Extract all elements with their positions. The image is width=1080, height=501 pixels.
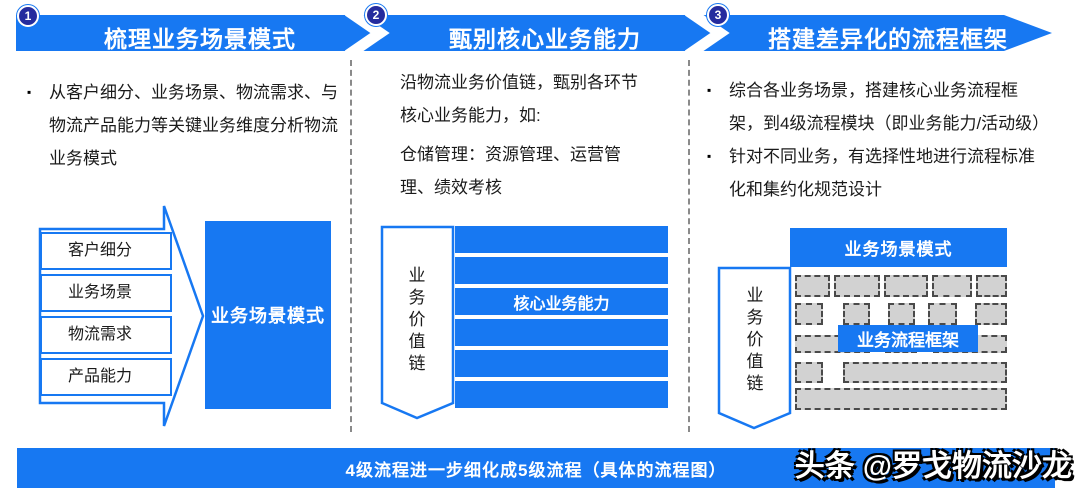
column-2-text: 沿物流业务价值链，甄别各环节核心业务能力，如: 仓储管理：资源管理、运营管理、绩…: [400, 66, 652, 204]
watermark-handle: @罗戈物流沙龙: [862, 450, 1072, 483]
process-block: [795, 275, 830, 297]
chain-bar: [455, 381, 668, 408]
bullet-square-icon: ▪: [707, 149, 712, 163]
diagram-business-scenario-model: 客户细分 业务场景 物流需求 产品能力 业务场景模式: [18, 200, 348, 435]
scenario-model-header: 业务场景模式: [790, 228, 1007, 267]
input-band: 物流需求: [40, 316, 172, 354]
step-3-number-badge: 3: [707, 4, 729, 26]
process-block: [928, 303, 957, 325]
bullet-item: ▪ 针对不同业务，有选择性地进行流程标准化和集约化规范设计: [707, 140, 1051, 206]
chain-bars-label: 核心业务能力: [513, 295, 610, 313]
bullet-square-icon: ▪: [707, 83, 712, 97]
paragraph: 沿物流业务价值链，甄别各环节核心业务能力，如:: [400, 73, 638, 125]
value-chain-axis-label: 业务价值链: [746, 286, 764, 393]
banner-shape: [380, 225, 455, 420]
process-block: [834, 275, 880, 297]
step-1-number-badge: 1: [17, 5, 39, 27]
chain-bar: [455, 350, 668, 377]
process-framework-label: 业务流程框架: [838, 325, 978, 352]
bullet-text: 从客户细分、业务场景、物流需求、与物流产品能力等关键业务维度分析物流业务模式: [49, 83, 338, 168]
input-band: 产品能力: [40, 358, 172, 396]
process-block: [884, 275, 928, 297]
input-band: 业务场景: [40, 274, 172, 312]
process-block: [795, 303, 823, 325]
chain-bar: [455, 319, 668, 346]
down-banner-outline: [380, 225, 455, 420]
bullet-text: 针对不同业务，有选择性地进行流程标准化和集约化规范设计: [729, 147, 1035, 199]
diagram-process-framework: 业务价值链 业务场景模式 业务流程框架: [705, 225, 1025, 435]
value-chain-axis-label: 业务价值链: [408, 266, 426, 373]
chain-bar: [455, 226, 668, 253]
header-ribbon-arrow: [16, 6, 1052, 60]
step-1-title: 梳理业务场景模式: [104, 26, 296, 52]
banner-shape: [717, 266, 792, 430]
chevron-separator-icon: [684, 6, 730, 60]
chain-bar: [455, 257, 668, 284]
chain-bar: 核心业务能力: [455, 288, 668, 315]
process-block: [975, 303, 1007, 325]
step-3-title: 搭建差异化的流程框架: [768, 26, 1008, 52]
process-block: [795, 362, 823, 383]
process-block: [888, 303, 915, 325]
column-divider: [350, 60, 352, 432]
footer-banner: 4级流程进一步细化成5级流程（具体的流程图）: [17, 448, 1055, 488]
process-block: [795, 388, 1007, 410]
diagram-core-capabilities: 业务价值链 核心业务能力: [370, 215, 680, 430]
input-band: 客户细分: [40, 232, 172, 270]
watermark: 头条@罗戈物流沙龙: [795, 448, 1072, 488]
column-3-text: ▪ 综合各业务场景，搭建核心业务流程框架，到4级流程模块（即业务能力/活动级） …: [707, 74, 1051, 206]
process-block: [843, 362, 1007, 383]
bullet-item: ▪ 从客户细分、业务场景、物流需求、与物流产品能力等关键业务维度分析物流业务模式: [27, 76, 351, 175]
watermark-brand: 头条: [794, 450, 855, 483]
chevron-separator-icon: [344, 6, 390, 60]
bullet-text: 综合各业务场景，搭建核心业务流程框架，到4级流程模块（即业务能力/活动级）: [729, 81, 1050, 133]
process-block: [932, 275, 972, 297]
header-ribbon-band: [16, 15, 1052, 51]
paragraph: 仓储管理：资源管理、运营管理、绩效考核: [400, 145, 621, 197]
bullet-item: ▪ 综合各业务场景，搭建核心业务流程框架，到4级流程模块（即业务能力/活动级）: [707, 74, 1051, 140]
column-1-text: ▪ 从客户细分、业务场景、物流需求、与物流产品能力等关键业务维度分析物流业务模式: [27, 76, 351, 175]
process-block: [843, 303, 870, 325]
step-2-title: 甄别核心业务能力: [449, 26, 641, 52]
step-2-number-badge: 2: [365, 4, 387, 26]
output-box: 业务场景模式: [205, 221, 331, 409]
process-block: [976, 275, 1007, 297]
down-banner-outline: [717, 266, 792, 430]
bullet-square-icon: ▪: [27, 85, 32, 99]
footer-banner-text: 4级流程进一步细化成5级流程（具体的流程图）: [345, 460, 727, 480]
column-divider: [688, 60, 690, 432]
